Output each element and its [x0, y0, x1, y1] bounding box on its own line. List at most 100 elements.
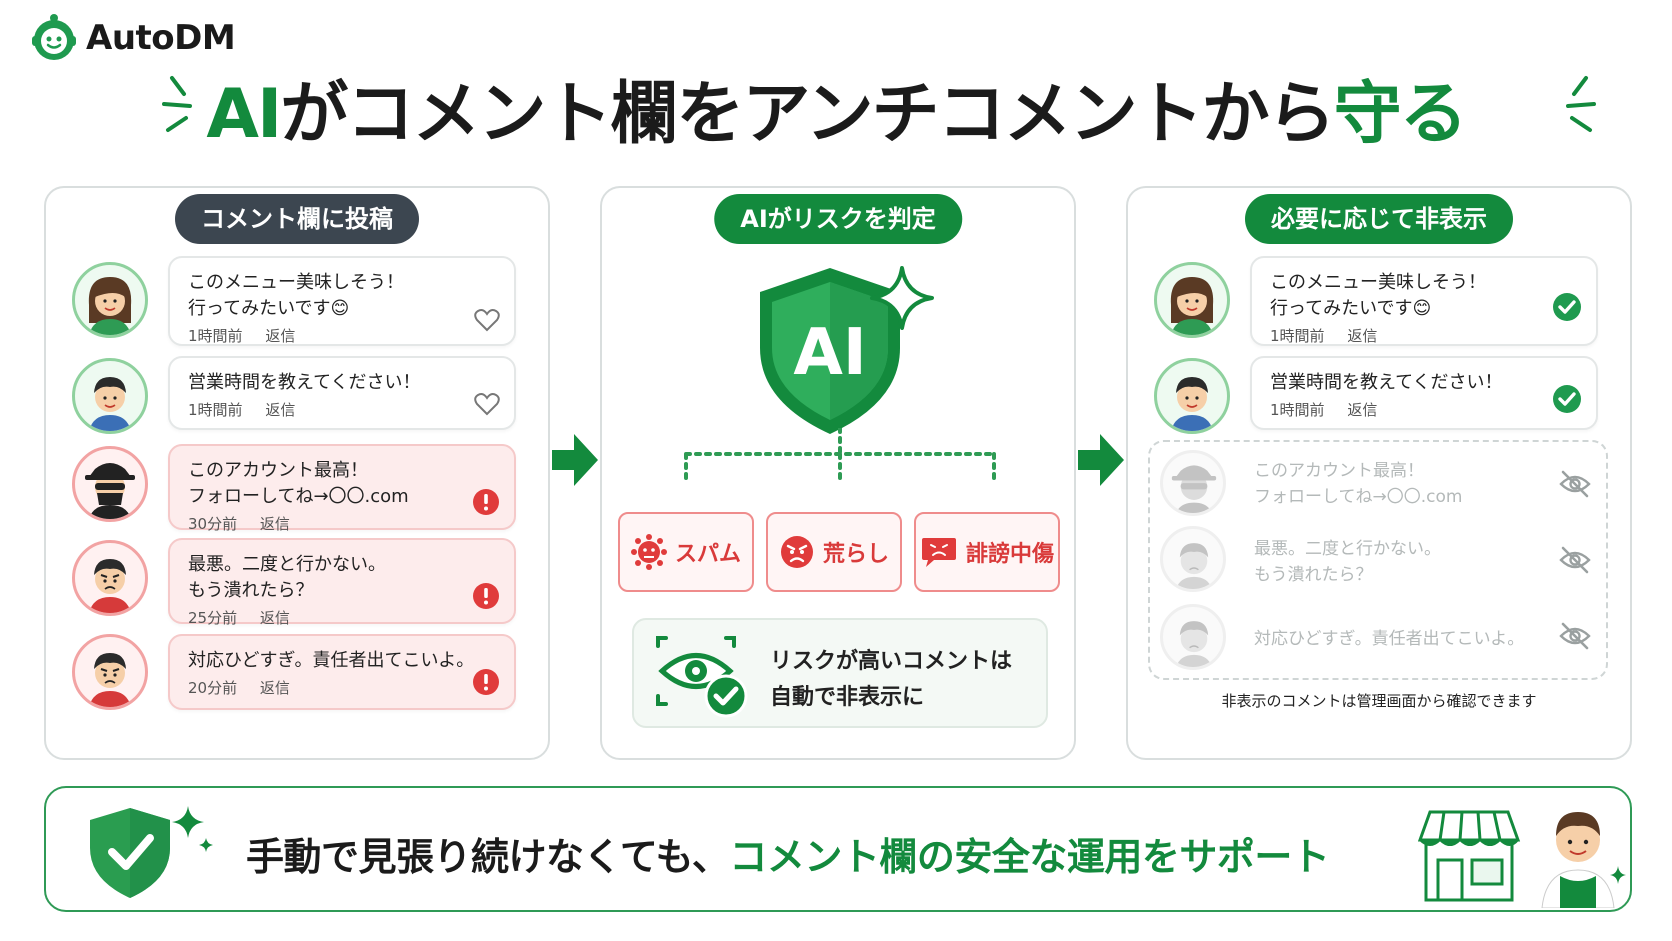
comment-meta: 1時間前 返信 — [1270, 325, 1578, 346]
comment-bubble-risk: このアカウント最高！ フォローしてね→〇〇.com 30分前 返信 — [168, 444, 516, 533]
comment-text: 対応ひどすぎ。責任者出てこいよ。 — [1254, 629, 1525, 649]
step-panel-post: コメント欄に投稿 このメニュー美味しそう！ 行ってみたいです😊 1時間前 返信 … — [44, 186, 550, 760]
comment-bubble: 営業時間を教えてください！ 1時間前 返信 — [1250, 356, 1598, 430]
check-circle-icon — [1553, 293, 1581, 321]
comment-meta: 1時間前 返信 — [1270, 399, 1578, 420]
comment-row: このアカウント最高！ フォローしてね→〇〇.com 30分前 返信 — [72, 444, 532, 533]
reply-link[interactable]: 返信 — [259, 679, 290, 697]
comment-meta: 25分前 返信 — [188, 607, 496, 628]
warning-icon — [473, 669, 499, 695]
hidden-comment-bubble: このアカウント最高！ フォローしてね→〇〇.com — [1244, 452, 1584, 516]
comment-row: このメニュー美味しそう！ 行ってみたいです😊 1時間前 返信 — [1154, 256, 1614, 352]
avatar-angry-man — [72, 540, 148, 616]
comment-time: 25分前 — [188, 609, 238, 627]
comment-text: 営業時間を教えてください！ — [1270, 372, 1503, 393]
comment-text: 行ってみたいです😊 — [188, 298, 350, 319]
avatar-woman — [72, 262, 148, 338]
comment-time: 1時間前 — [188, 401, 243, 419]
headline-main: がコメント欄をアンチコメントから — [280, 75, 1335, 154]
comment-text: 最悪。二度と行かない。 — [188, 554, 386, 575]
reply-link[interactable]: 返信 — [1347, 401, 1378, 419]
eye-off-icon[interactable] — [1558, 622, 1592, 650]
comment-text: このアカウント最高！ — [1254, 461, 1424, 481]
avatar-man — [1154, 358, 1230, 434]
headline-ai: AI — [206, 75, 282, 154]
step-label-judge: AIがリスクを判定 — [714, 194, 962, 244]
reply-link[interactable]: 返信 — [259, 609, 290, 627]
step-label-post: コメント欄に投稿 — [175, 194, 419, 244]
warning-icon — [473, 489, 499, 515]
comment-meta: 20分前 返信 — [188, 677, 496, 698]
comment-row: 最悪。二度と行かない。 もう潰れたら？ 25分前 返信 — [72, 538, 532, 627]
sparkle-left-icon — [162, 76, 192, 132]
comment-text: このメニュー美味しそう！ — [188, 272, 404, 293]
result-text: リスクが高いコメントは 自動で非表示に — [770, 644, 1012, 716]
comment-text: 営業時間を教えてください！ — [188, 372, 421, 393]
comment-text: もう潰れたら？ — [188, 580, 314, 601]
step-panel-hide: 必要に応じて非表示 このメニュー美味しそう！ 行ってみたいです😊 1時間前 返信… — [1126, 186, 1632, 760]
comment-row: 営業時間を教えてください！ 1時間前 返信 — [1154, 356, 1614, 434]
comment-row: 対応ひどすぎ。責任者出てこいよ。 20分前 返信 — [72, 634, 532, 712]
brand-name: AutoDM — [86, 18, 236, 58]
comment-text: もう潰れたら？ — [1254, 565, 1373, 585]
support-banner: 手動で見張り続けなくても、コメント欄の安全な運用をサポート — [44, 786, 1632, 912]
category-label: スパム — [674, 542, 741, 567]
warning-icon — [473, 583, 499, 609]
comment-meta: 30分前 返信 — [188, 513, 496, 534]
banner-text-dark: 手動で見張り続けなくても、 — [246, 835, 730, 879]
flow-arrow-icon — [552, 434, 598, 486]
comment-text: このアカウント最高！ — [188, 460, 368, 481]
shield-check-icon — [90, 806, 213, 898]
brand-logo: AutoDM — [30, 14, 236, 62]
avatar-woman — [1154, 262, 1230, 338]
comment-bubble-risk: 対応ひどすぎ。責任者出てこいよ。 20分前 返信 — [168, 634, 516, 710]
comment-bubble: 営業時間を教えてください！ 1時間前 返信 — [168, 356, 516, 430]
heart-icon[interactable] — [474, 392, 500, 416]
step-label-hide: 必要に応じて非表示 — [1245, 194, 1513, 244]
category-slander: 誹謗中傷 — [914, 512, 1060, 592]
hidden-comment-bubble: 最悪。二度と行かない。 もう潰れたら？ — [1244, 530, 1584, 594]
headline-protect: 守る — [1333, 75, 1468, 154]
comment-time: 20分前 — [188, 679, 238, 697]
category-label: 誹謗中傷 — [965, 542, 1054, 567]
comment-time: 1時間前 — [1270, 327, 1325, 345]
robot-logo-icon — [32, 14, 76, 60]
category-spam: スパム — [618, 512, 754, 592]
comment-bubble-risk: 最悪。二度と行かない。 もう潰れたら？ 25分前 返信 — [168, 538, 516, 627]
eye-off-icon[interactable] — [1558, 470, 1592, 498]
auto-hide-result: リスクが高いコメントは 自動で非表示に — [632, 618, 1048, 728]
heart-icon[interactable] — [474, 308, 500, 332]
comment-text: 行ってみたいです😊 — [1270, 298, 1432, 319]
avatar-spammer — [1160, 450, 1226, 516]
reply-link[interactable]: 返信 — [265, 401, 296, 419]
comment-bubble: このメニュー美味しそう！ 行ってみたいです😊 1時間前 返信 — [1250, 256, 1598, 346]
comment-time: 1時間前 — [1270, 401, 1325, 419]
reply-link[interactable]: 返信 — [265, 327, 296, 345]
avatar-spammer — [72, 446, 148, 522]
sparkle-icon — [870, 266, 934, 330]
comment-text: フォローしてね→〇〇.com — [188, 486, 409, 507]
branch-connector — [684, 428, 996, 480]
hidden-comments-area: このアカウント最高！ フォローしてね→〇〇.com 最悪。二度と行かない。 もう… — [1148, 440, 1608, 680]
step-panel-judge: AIがリスクを判定 AI スパム 荒らし 誹謗中傷 — [600, 186, 1076, 760]
banner-text-green: コメント欄の安全な運用をサポート — [729, 835, 1330, 879]
reply-link[interactable]: 返信 — [259, 515, 290, 533]
comment-text: このメニュー美味しそう！ — [1270, 272, 1486, 293]
category-trolling: 荒らし — [766, 512, 902, 592]
avatar-angry-man — [1160, 526, 1226, 592]
banner-text: 手動で見張り続けなくても、コメント欄の安全な運用をサポート — [246, 826, 1330, 881]
eye-off-icon[interactable] — [1558, 546, 1592, 574]
sparkle-right-icon — [1566, 76, 1596, 132]
comment-row: このメニュー美味しそう！ 行ってみたいです😊 1時間前 返信 — [72, 256, 532, 352]
angry-face-icon — [780, 536, 813, 568]
avatar-man — [72, 358, 148, 434]
comment-text: 最悪。二度と行かない。 — [1254, 539, 1441, 559]
check-circle-icon — [1553, 385, 1581, 413]
headline: AIがコメント欄をアンチコメントから守る — [0, 70, 1672, 160]
comment-meta: 1時間前 返信 — [188, 399, 496, 420]
comment-text: フォローしてね→〇〇.com — [1254, 487, 1463, 507]
virus-icon — [630, 534, 667, 570]
hidden-comment-row: 最悪。二度と行かない。 もう潰れたら？ — [1160, 526, 1600, 598]
reply-link[interactable]: 返信 — [1347, 327, 1378, 345]
eye-check-icon — [656, 636, 748, 718]
